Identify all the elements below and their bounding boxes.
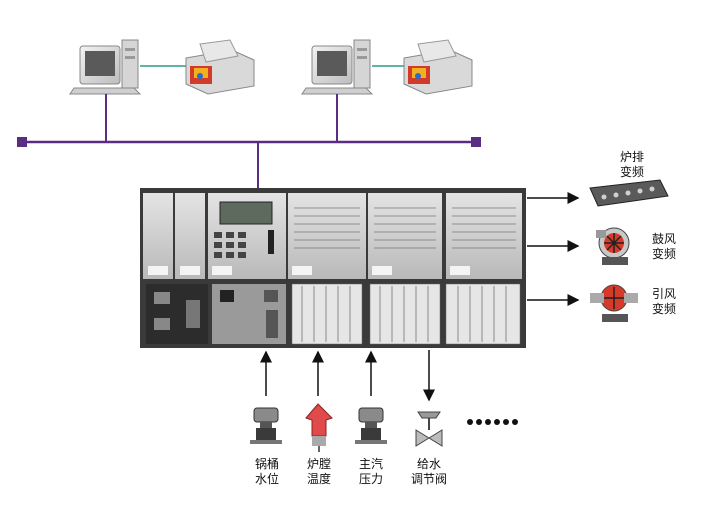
blower-fan-icon <box>596 227 630 265</box>
temperature-sensor-icon <box>305 403 333 452</box>
workstation-2 <box>301 39 473 95</box>
computer-icon <box>69 39 142 95</box>
input-label-drum-level: 锅桶 水位 <box>254 457 279 486</box>
output-label-blower: 鼓风 变频 <box>651 232 676 261</box>
pressure-transmitter-icon <box>355 407 387 444</box>
printer-icon <box>185 39 255 95</box>
network-bus <box>17 94 481 190</box>
output-label-grate: 炉排 变频 <box>619 150 644 179</box>
level-transmitter-icon <box>250 407 282 444</box>
output-label-induced: 引风 变频 <box>651 287 676 316</box>
output-label-feedwater-valve: 给水 调节阀 <box>410 457 447 486</box>
computer-icon <box>301 39 374 95</box>
input-label-steam-pressure: 主汽 压力 <box>358 457 383 486</box>
more-devices-ellipsis <box>467 419 518 425</box>
induced-fan-icon <box>590 284 638 322</box>
printer-icon <box>403 39 473 95</box>
workstation-1 <box>69 39 255 95</box>
conveyor-icon <box>589 179 669 207</box>
input-label-furnace-temp: 炉膛 温度 <box>306 457 331 486</box>
plc-rack <box>140 188 526 348</box>
control-valve-icon <box>415 411 443 447</box>
